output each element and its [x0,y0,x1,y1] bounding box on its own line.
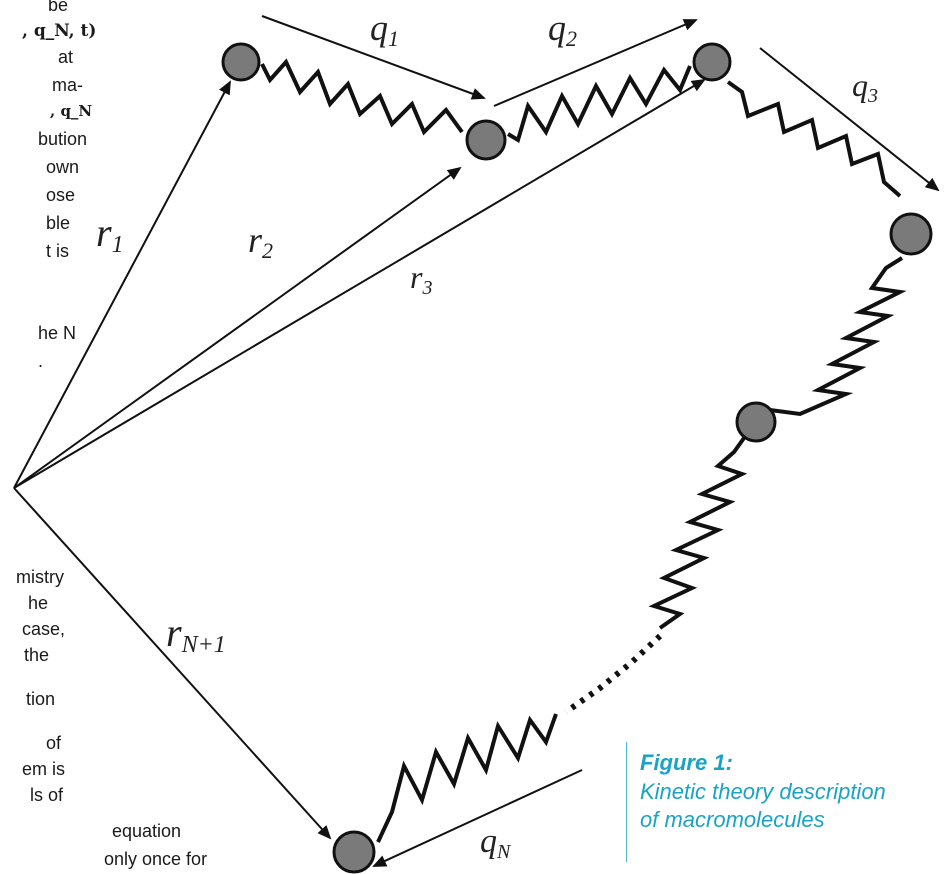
body-text-fragment: only once for [104,849,208,869]
body-text-fragment: bution [38,129,88,149]
body-text-fragment: he N [38,323,77,343]
caption-line: of macromolecules [640,807,825,832]
body-text-fragment: ma- [52,75,83,95]
label-r3: r3 [410,259,432,299]
bead [889,212,933,256]
body-text-fragment: ble [46,213,71,233]
label-qN: qN [480,823,512,863]
spring [506,65,692,144]
label-r1: r1 [96,210,124,258]
spring [726,80,902,198]
body-text-fragment: ls of [30,785,64,805]
body-math-fragment: , q_N [50,102,93,120]
body-text-fragment: tion [26,689,56,709]
figure-caption-title: Figure 1: [640,750,733,775]
caption-divider [626,742,627,862]
label-q3: q3 [852,67,878,107]
body-text-fragment: equation [112,821,182,841]
connector-q2 [493,19,698,107]
connector-qN [372,769,583,867]
vector-r1 [13,80,231,489]
spring [260,58,464,136]
body-text-fragment: he [28,593,49,613]
body-text-fragment: em is [22,759,66,779]
body-text-fragment: ose [46,185,76,205]
body-text-fragment: t is [46,241,70,261]
spring-dotted [564,633,663,715]
bead [221,42,261,82]
vector-r3 [13,78,706,489]
bead [735,401,777,443]
bead [465,119,507,161]
spring [769,256,907,417]
body-text-fragment: case, [22,619,66,639]
body-text-fragment: of [46,733,62,753]
spring [648,436,748,630]
vector-r2 [13,166,462,489]
label-rN1: rN+1 [166,610,226,658]
spring [376,713,558,843]
bead [692,42,732,82]
label-q2: q2 [548,8,577,51]
bead [332,830,376,874]
body-text-fragment: the [24,645,50,665]
body-text-fragment: mistry [16,567,64,587]
body-math-fragment: , q_N, t) [22,21,97,41]
body-text-fragment: at [58,47,74,67]
body-text-fragment: . [38,351,44,371]
connector-q1 [261,15,486,100]
body-text-fragment: own [46,157,80,177]
label-q1: q1 [370,8,399,51]
vector-rN1 [13,487,332,840]
body-text-fragment: be [48,0,69,15]
label-r2: r2 [248,220,273,263]
figure-caption-text: Kinetic theory description of macromolec… [640,778,945,834]
connector-q3 [759,47,940,192]
caption-line: Kinetic theory description [640,779,886,804]
